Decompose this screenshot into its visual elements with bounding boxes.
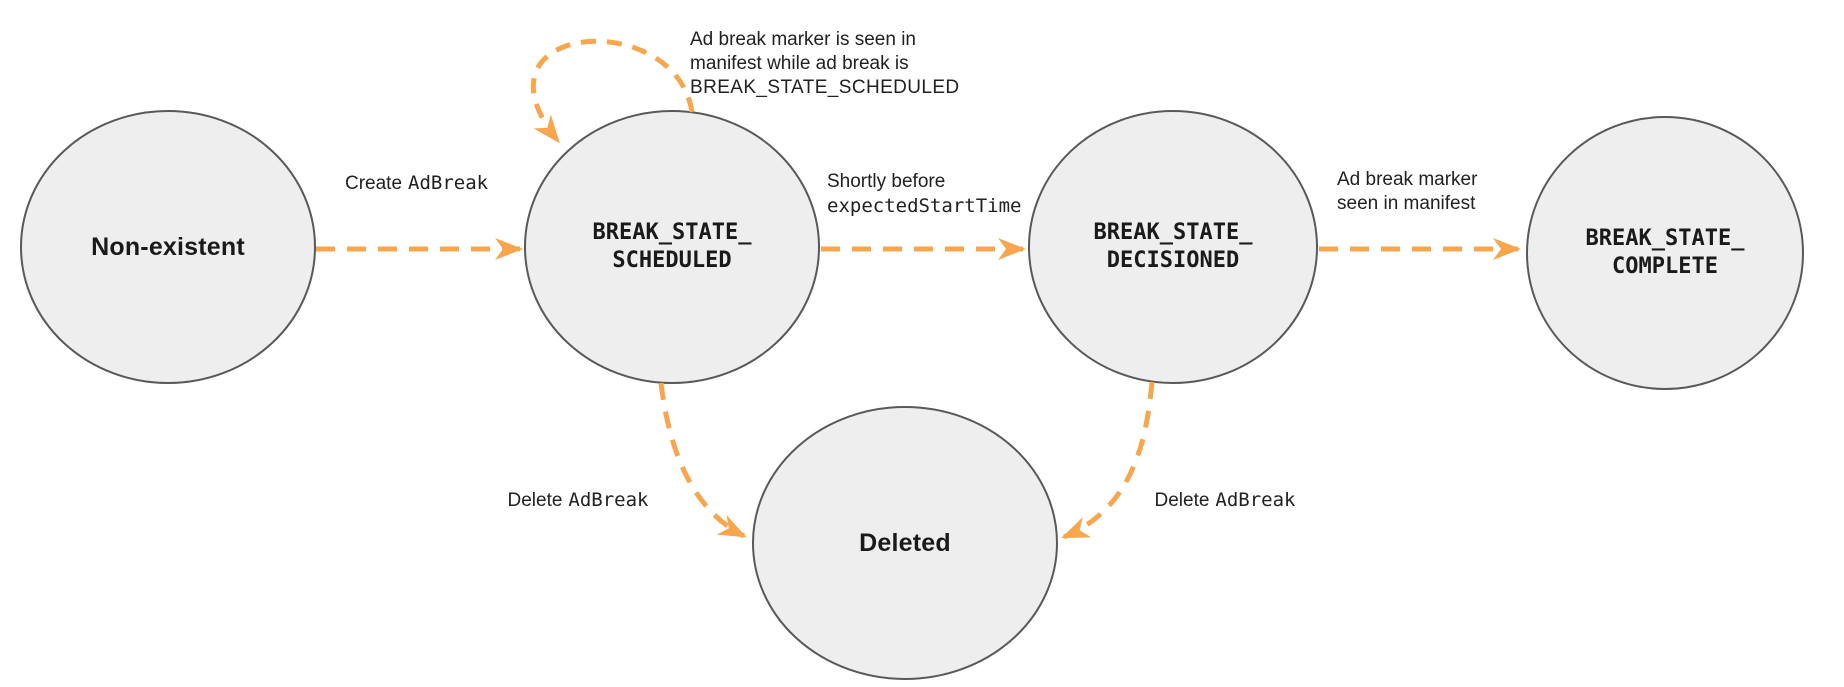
transition-arrow-delete-from-decisioned — [1061, 381, 1155, 540]
state-circle-non-existent — [20, 110, 316, 384]
edge-label-text: Create — [345, 173, 403, 194]
state-circle-decisioned — [1028, 110, 1318, 384]
edge-label-text: Delete — [1154, 490, 1210, 511]
edge-label-shortly-before: Shortly before expectedStartTime — [827, 170, 1021, 218]
edge-label-code: expectedStartTime — [827, 195, 1022, 217]
transition-arrow-delete-from-scheduled — [658, 382, 747, 539]
edge-label-line2: manifest while ad break is — [690, 53, 909, 74]
edge-label-line1: Ad break marker — [1337, 169, 1478, 190]
state-circle-scheduled — [524, 110, 820, 384]
state-circle-complete — [1526, 116, 1804, 390]
edge-label-marker-seen: Ad break marker seen in manifest — [1337, 168, 1477, 216]
edge-label-line2: seen in manifest — [1337, 193, 1476, 214]
edge-label-self-loop: Ad break marker is seen in manifest whil… — [690, 28, 960, 100]
edge-label-code: AdBreak — [568, 489, 649, 511]
state-circle-deleted — [752, 406, 1058, 680]
edge-label-text: Delete — [507, 490, 563, 511]
edge-label-line1: Ad break marker is seen in — [690, 29, 916, 50]
edge-label-line3: BREAK_STATE_SCHEDULED — [690, 77, 960, 98]
edge-label-code: AdBreak — [408, 172, 489, 194]
edge-label-text: Shortly before — [827, 171, 946, 192]
transition-arrow-self-loop-scheduled — [530, 38, 695, 144]
edge-label-code: AdBreak — [1215, 489, 1296, 511]
